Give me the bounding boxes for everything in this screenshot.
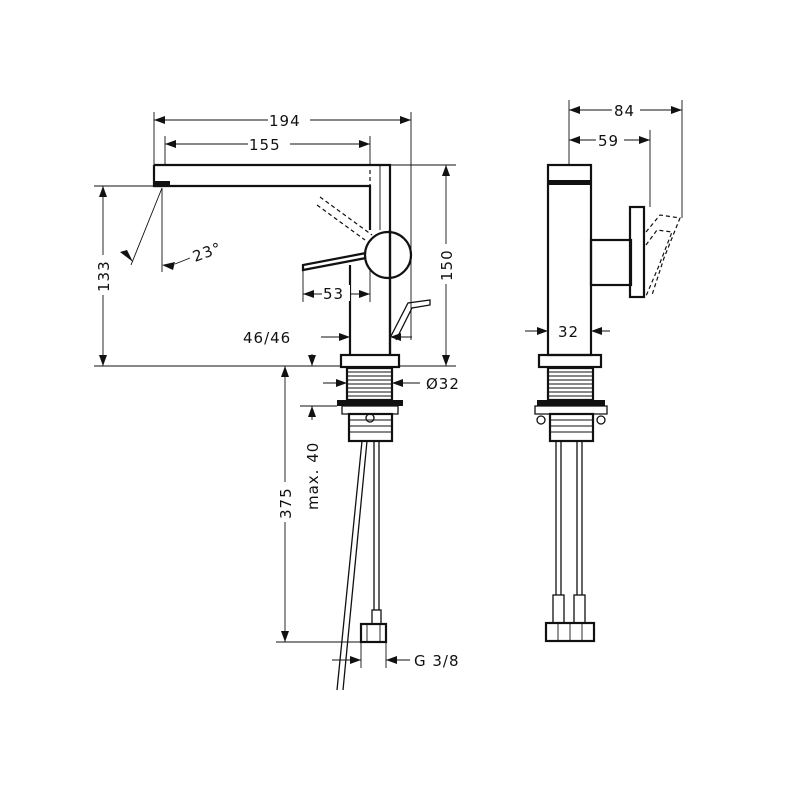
- dim-g-3-8: G 3/8: [414, 652, 460, 670]
- side-dimensions: 84 59 32: [525, 100, 683, 341]
- dim-155: 155: [249, 136, 281, 154]
- dim-side-32: 32: [558, 323, 579, 341]
- front-view: 194 155 133 23°: [94, 112, 460, 691]
- dim-133: 133: [95, 260, 113, 292]
- side-hoses: [544, 441, 596, 643]
- mixer-handle: [301, 170, 413, 280]
- dim-150: 150: [438, 249, 456, 281]
- side-thread: [534, 366, 608, 443]
- dim-diameter-32: Ø32: [426, 375, 460, 393]
- dim-53: 53: [323, 285, 344, 303]
- dim-84: 84: [614, 102, 635, 120]
- side-view: 84 59 32: [525, 100, 683, 643]
- dim-46-46: 46/46: [243, 329, 291, 347]
- supply-hoses: [336, 440, 388, 691]
- dim-375: 375: [277, 487, 295, 519]
- threaded-shank: [337, 366, 403, 443]
- faucet-body: [339, 230, 401, 369]
- dim-194: 194: [269, 112, 301, 130]
- popup-lever: [389, 299, 431, 341]
- front-dimensions: 194 155 133 23°: [94, 112, 460, 670]
- dim-angle-23: 23°: [190, 239, 224, 266]
- dim-max-40: max. 40: [304, 442, 322, 510]
- dim-59: 59: [598, 132, 619, 150]
